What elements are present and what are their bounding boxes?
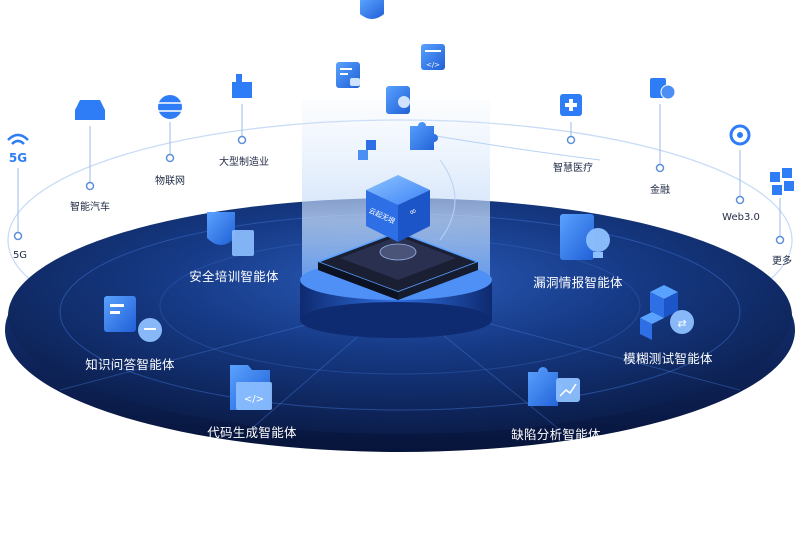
- top-item-car-label: 智能汽车: [70, 202, 110, 213]
- center-cylinder-bottom: [300, 302, 492, 338]
- cube-left: [366, 190, 398, 242]
- top-item-medical-group: [560, 94, 582, 145]
- top-item-5g-group: 5G: [7, 133, 29, 241]
- top-item-car-group: [75, 100, 105, 191]
- top-item-more-group: [770, 168, 794, 245]
- agent-icon-folder-code: </>: [230, 365, 272, 410]
- agent-label-defect-analysis: 缺陷分析智能体: [511, 427, 601, 442]
- floating-cubes-icon: [358, 140, 376, 160]
- top-item-web3-group: [729, 124, 751, 205]
- top-item-more-label: 更多: [772, 256, 792, 267]
- cube-right: [398, 190, 430, 242]
- floating-bulb-document-icon: [386, 86, 410, 114]
- svg-text:</>: </>: [426, 61, 440, 69]
- agent-icon-cubes-exchange: ⇄: [640, 285, 694, 340]
- agent-label-vulnerability-intel: 漏洞情报智能体: [533, 275, 623, 290]
- agent-label-code-generation: 代码生成智能体: [207, 425, 297, 440]
- agent-label-knowledge-qa: 知识问答智能体: [85, 357, 175, 372]
- top-item-iot-label: 物联网: [155, 176, 185, 187]
- floating-shield-icon: [360, 0, 384, 19]
- orbit-arc: [429, 134, 601, 161]
- agent-label-fuzz-testing: 模糊测试智能体: [623, 351, 713, 366]
- floating-puzzle-icon: [410, 122, 438, 150]
- top-item-globe-group: [158, 95, 182, 163]
- chip-core-pad: [379, 243, 417, 261]
- top-item-manufacturing-label: 大型制造业: [219, 157, 269, 168]
- top-item-finance-label: 金融: [650, 185, 670, 196]
- top-item-web3-label: Web3.0: [722, 212, 760, 223]
- svg-text:5G: 5G: [9, 151, 27, 165]
- agent-icon-document-bulb: [560, 214, 610, 260]
- agent-label-security-training: 安全培训智能体: [189, 269, 279, 284]
- chip-base-side-left: [318, 262, 398, 300]
- floating-document-icon: [336, 62, 360, 88]
- top-item-medical-label: 智慧医疗: [553, 163, 593, 174]
- chip-base-side-right: [398, 262, 478, 300]
- top-item-finance-group: [650, 78, 676, 173]
- svg-text:</>: </>: [244, 394, 264, 405]
- svg-text:⇄: ⇄: [677, 317, 686, 330]
- top-item-factory-group: [232, 74, 252, 145]
- agent-icon-shield-book: [207, 212, 254, 256]
- top-item-5g-label: 5G: [12, 250, 28, 261]
- cube-logo-icon: ∞: [408, 206, 419, 218]
- agent-icon-puzzle-chart: [528, 367, 580, 406]
- agent-icon-book-chat: [104, 296, 162, 342]
- floating-code-window-icon: </>: [421, 44, 445, 70]
- orbit-arc-inner: [439, 159, 456, 241]
